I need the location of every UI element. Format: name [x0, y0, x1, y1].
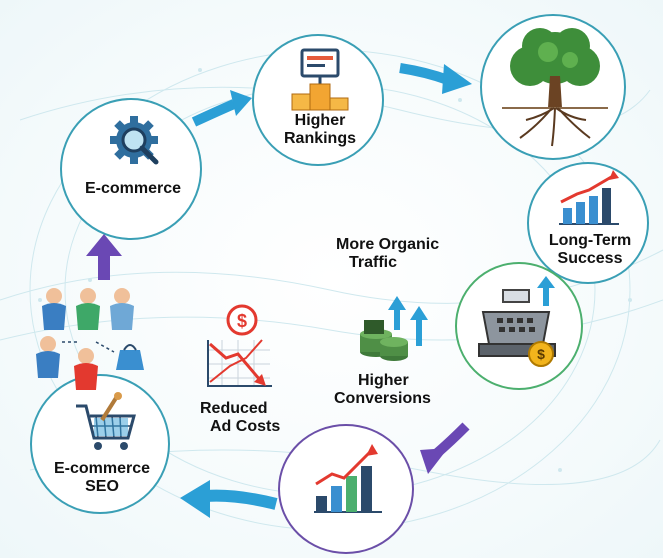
- node-higher-rankings: Higher Rankings: [252, 34, 384, 166]
- long-term-success-label-2: Success: [557, 250, 623, 267]
- declining-dollar-chart-icon: $: [207, 304, 272, 387]
- ecommerce-seo-label-1: E-commerce: [53, 460, 151, 477]
- node-sales: $: [455, 262, 583, 390]
- cash-stack-arrows-icon: [360, 296, 428, 361]
- svg-text:$: $: [237, 311, 247, 331]
- arrow-ecommerce-to-rankings-icon: [191, 90, 252, 127]
- reduced-ad-costs-label-1: Reduced: [200, 400, 268, 417]
- node-growth-chart: [278, 424, 414, 554]
- higher-rankings-label-2: Rankings: [283, 130, 356, 147]
- node-growth-tree: [480, 14, 626, 160]
- shopping-cart-icon: [76, 392, 136, 450]
- ecommerce-label: E-commerce: [84, 180, 182, 197]
- arrow-sales-to-chart-icon: [420, 422, 470, 474]
- svg-text:$: $: [537, 346, 545, 362]
- higher-conversions-label-1: Higher: [358, 372, 409, 389]
- more-organic-traffic-label-1: More Organic: [336, 236, 440, 253]
- arrow-chart-to-seo-icon: [180, 480, 278, 518]
- people-group-icon: [36, 288, 144, 390]
- node-ecommerce-seo: E-commerce SEO: [30, 374, 170, 514]
- podium-monitor-icon: [291, 48, 349, 111]
- higher-rankings-label-1: Higher: [294, 112, 346, 129]
- higher-conversions-label-2: Conversions: [334, 390, 431, 407]
- tree-roots-icon: [502, 28, 608, 147]
- more-organic-traffic-label-2: Traffic: [349, 254, 398, 271]
- arrow-people-to-ecommerce-icon: [86, 234, 122, 280]
- rising-bar-chart-icon: [559, 170, 619, 225]
- reduced-ad-costs-label-2: Ad Costs: [210, 418, 281, 435]
- long-term-success-label-1: Long-Term: [548, 232, 632, 249]
- node-ecommerce: E-commerce: [60, 98, 202, 240]
- gear-magnifier-icon: [110, 116, 159, 165]
- arrow-rankings-to-tree-icon: [399, 63, 472, 94]
- node-long-term-success: Long-Term Success: [527, 162, 649, 284]
- cash-register-icon: $: [478, 276, 556, 367]
- ecommerce-seo-label-2: SEO: [85, 478, 119, 495]
- growth-chart-icon: [314, 444, 382, 513]
